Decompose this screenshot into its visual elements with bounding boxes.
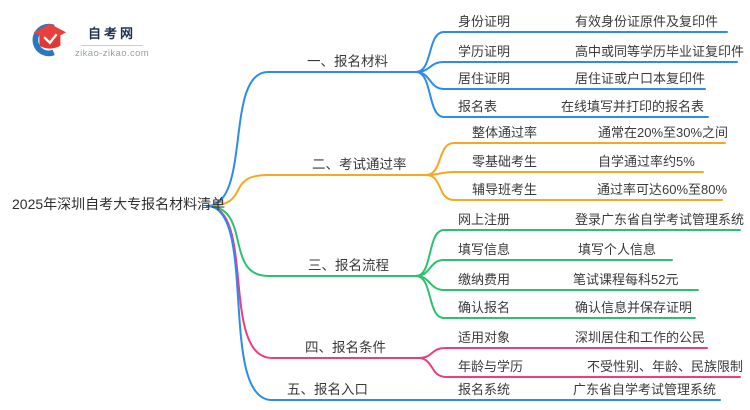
branch-4-label: 四、报名条件 [305,340,386,355]
branch-1-row-2-key: 学历证明 [458,44,511,59]
branch-2-row-3-key: 辅导班考生 [472,182,538,197]
branch-2-row-2-key: 零基础考生 [472,154,538,169]
branch-4-links [206,205,741,378]
branch-3-row-3-key: 缴纳费用 [458,272,511,287]
branch-3-row-1-value: 登录广东省自学考试管理系统 [575,212,745,227]
branch-1-row-1-value: 有效身份证原件及复印件 [575,14,719,29]
branch-3-links [206,205,741,319]
site-name: 自考网 [88,26,137,41]
branch-5-row-1-key: 报名系统 [458,382,511,397]
branch-1-row-2-value: 高中或同等学历毕业证复印件 [575,44,745,59]
logo-text: 自考网 zikao-zikao.com [75,20,149,59]
branch-3-row-1-key: 网上注册 [458,212,511,227]
site-logo: 自考网 zikao-zikao.com [26,20,149,60]
branch-1-row-4-key: 报名表 [458,99,498,114]
branch-3-row-2-value: 填写个人信息 [578,242,657,257]
branch-2-row-2-value: 自学通过率约5% [598,154,695,169]
branch-3-row-4-value: 确认信息并保存证明 [575,300,693,315]
branch-1-row-4-value: 在线填写并打印的报名表 [561,99,705,114]
branch-4-row-1-key: 适用对象 [458,330,511,345]
branch-1-row-3-value: 居住证或户口本复印件 [575,71,706,86]
root-node: 2025年深圳自考大专报名材料清单 [12,196,226,212]
branch-3-row-3-value: 笔试课程每科52元 [573,272,679,287]
branch-3-label: 三、报名流程 [308,258,389,273]
branch-2-row-1-key: 整体通过率 [472,125,538,140]
branch-1-row-3-key: 居住证明 [458,71,511,86]
branch-5-links [206,205,721,401]
branch-2-label: 二、考试通过率 [312,157,407,172]
branch-5-label: 五、报名入口 [287,382,368,397]
branch-1-label: 一、报名材料 [307,54,388,69]
branch-2-row-3-value: 通过率可达60%至80% [597,182,728,197]
branch-3-row-2-key: 填写信息 [458,242,511,257]
branch-2-row-1-value: 通常在20%至30%之间 [598,125,729,140]
site-url: zikao-zikao.com [75,48,150,59]
branch-3-row-4-key: 确认报名 [458,300,511,315]
graduation-cap-icon [32,23,67,57]
branch-4-row-2-key: 年龄与学历 [458,359,524,374]
branch-4-row-1-value: 深圳居住和工作的公民 [575,330,706,345]
branch-2-links [206,142,726,207]
branch-1-links [206,31,738,207]
branch-4-row-2-value: 不受性别、年龄、民族限制 [587,359,744,374]
logo-divider [81,45,144,46]
branch-1-row-1-key: 身份证明 [458,14,511,29]
branch-5-row-1-value: 广东省自学考试管理系统 [573,382,717,397]
